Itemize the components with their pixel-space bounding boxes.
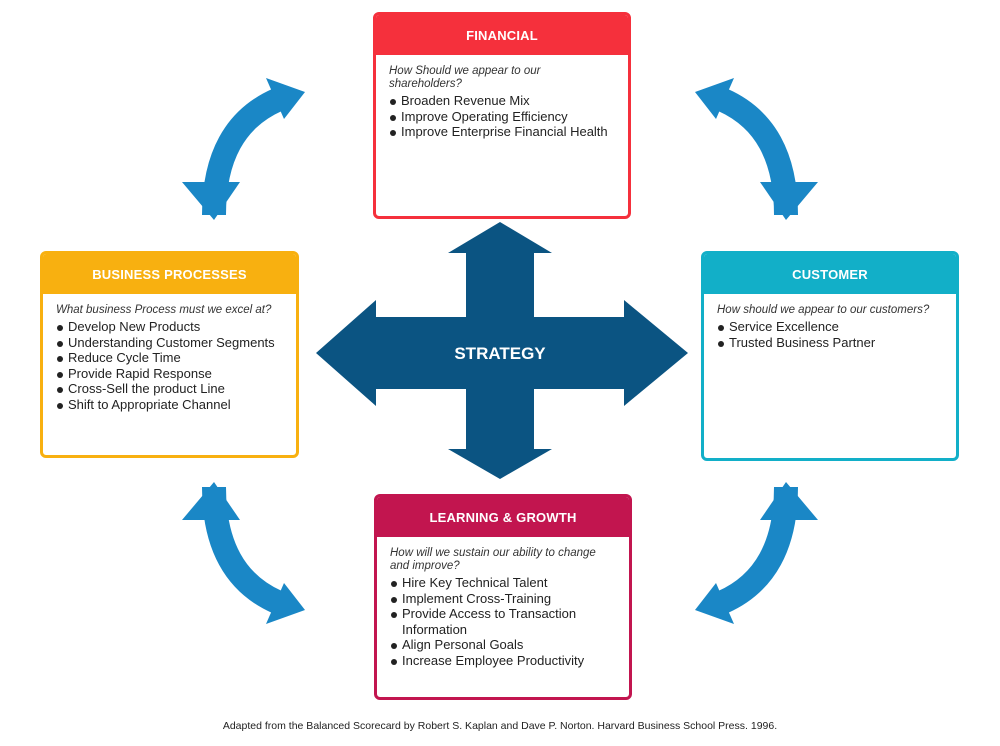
list-item: Improve Operating Efficiency	[389, 109, 616, 125]
financial-box: FINANCIAL How Should we appear to our sh…	[373, 12, 631, 219]
list-item: Cross-Sell the product Line	[56, 381, 284, 397]
cycle-arrow-bottom-left	[182, 482, 305, 624]
learning-growth-question: How will we sustain our ability to chang…	[390, 547, 596, 572]
business-processes-header: BUSINESS PROCESSES	[43, 254, 296, 294]
business-processes-question: What business Process must we excel at?	[56, 304, 272, 316]
source-caption: Adapted from the Balanced Scorecard by R…	[222, 720, 778, 732]
customer-question: How should we appear to our customers?	[717, 304, 930, 316]
list-item: Improve Enterprise Financial Health	[389, 124, 616, 140]
financial-question: How Should we appear to our shareholders…	[389, 65, 541, 90]
strategy-label: STRATEGY	[454, 344, 546, 363]
list-item: Trusted Business Partner	[717, 335, 944, 351]
list-item: Broaden Revenue Mix	[389, 93, 616, 109]
cycle-arrow-bottom-right	[695, 482, 818, 624]
list-item: Understanding Customer Segments	[56, 335, 284, 351]
cycle-arrow-top-right	[695, 78, 818, 220]
strategy-cross-arrow	[316, 222, 688, 479]
cycle-arrow-top-left	[182, 78, 305, 220]
list-item: Provide Access to Transaction Informatio…	[390, 606, 617, 637]
list-item: Develop New Products	[56, 319, 284, 335]
list-item: Implement Cross-Training	[390, 591, 617, 607]
customer-header: CUSTOMER	[704, 254, 956, 294]
business-processes-box: BUSINESS PROCESSES What business Process…	[40, 251, 299, 458]
list-item: Hire Key Technical Talent	[390, 575, 617, 591]
list-item: Reduce Cycle Time	[56, 350, 284, 366]
list-item: Increase Employee Productivity	[390, 653, 617, 669]
list-item: Align Personal Goals	[390, 637, 617, 653]
learning-growth-box: LEARNING & GROWTH How will we sustain ou…	[374, 494, 632, 700]
list-item: Service Excellence	[717, 319, 944, 335]
financial-header: FINANCIAL	[376, 15, 628, 55]
list-item: Provide Rapid Response	[56, 366, 284, 382]
customer-box: CUSTOMER How should we appear to our cus…	[701, 251, 959, 461]
list-item: Shift to Appropriate Channel	[56, 397, 284, 413]
learning-growth-header: LEARNING & GROWTH	[377, 497, 629, 537]
